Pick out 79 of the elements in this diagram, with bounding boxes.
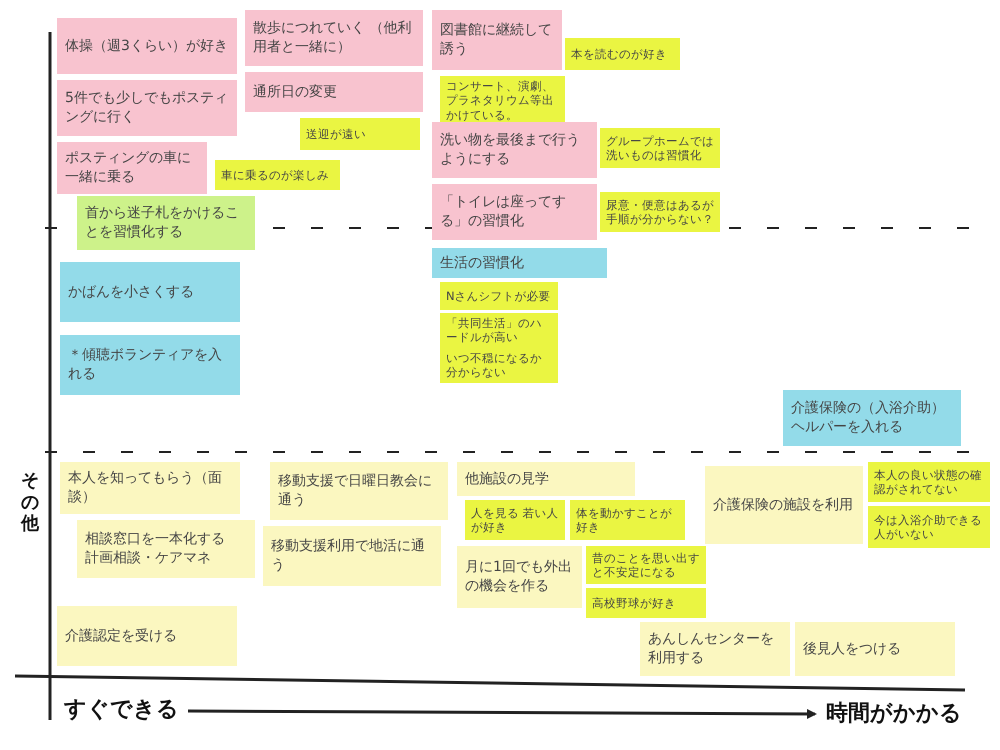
note-text: 移動支援利用で地活に通う (271, 537, 426, 575)
sticky-note (600, 128, 720, 168)
sticky-note (600, 192, 720, 232)
sticky-note (57, 606, 237, 666)
sticky-note (457, 462, 635, 496)
sticky-note (270, 462, 448, 520)
note-text: かばんを小さくする (68, 282, 195, 302)
sticky-note (640, 622, 790, 676)
note-text: 図書館に継続して誘う (440, 21, 553, 59)
sticky-note (432, 184, 597, 240)
note-text: Nさんシフトが必要 (446, 288, 552, 304)
note-text: いつ不穏になるか分からない (446, 351, 543, 380)
note-text: 「トイレは座ってする」の習慣化 (440, 193, 567, 231)
note-text: 体を動かすことが好き (576, 506, 673, 534)
sticky-note (300, 118, 420, 150)
note-text: 体操（週3くらい）が好き (65, 36, 229, 56)
sticky-note (57, 18, 237, 74)
note-text: 生活の習慣化 (440, 254, 525, 272)
sticky-note (570, 500, 685, 540)
sticky-note (432, 10, 562, 70)
sticky-note (868, 462, 990, 502)
sticky-note (440, 348, 558, 383)
note-text: 介護保険の（入浴介助）ヘルパーを入れる (791, 399, 946, 437)
note-text: 移動支援で日曜日教会に通う (278, 472, 433, 510)
note-text: 送迎が遠い (306, 126, 367, 142)
axis-label: 時間がかかる (826, 700, 962, 728)
note-text: 月に1回でも外出の機会を作る (465, 558, 573, 596)
sticky-note (245, 10, 423, 66)
note-text: 洗い物を最後まで行うようにする (440, 131, 581, 169)
note-text: 車に乗るのが楽しみ (221, 168, 330, 182)
note-text: 高校野球が好き (592, 596, 677, 610)
sticky-note (57, 142, 207, 194)
note-text: 本を読むのが好き (571, 46, 668, 62)
note-text: 散歩につれていく （他利用者と一緒に） (253, 19, 412, 57)
sticky-note (465, 500, 565, 540)
sticky-note (795, 622, 955, 676)
note-text: 昔のことを思い出すと不安定になる (592, 550, 700, 580)
note-text: 介護認定を受ける (65, 626, 178, 646)
axis-label: すぐできる (64, 696, 179, 724)
note-text: 介護保険の施設を利用 (713, 496, 854, 514)
sticky-note (586, 588, 706, 618)
sticky-note (57, 80, 237, 136)
note-text: 通所日の変更 (253, 82, 338, 102)
note-text: 本人を知ってもらう（面談） (68, 469, 223, 507)
note-text: 人を見る 若い人が好き (471, 506, 559, 534)
note-text: 今は入浴介助できる人がいない (874, 512, 983, 542)
sticky-note (263, 526, 441, 586)
row-label: その他 (20, 470, 40, 535)
note-text: グループホームでは洗いものは習慣化 (606, 134, 714, 162)
sticky-note (77, 196, 255, 250)
note-text: ポスティングの車に一緒に乗る (65, 149, 192, 187)
sticky-note (440, 313, 558, 348)
note-text: 首から迷子札をかけることを習慣化する (85, 204, 240, 242)
note-text: 計画相談・ケアマネ (85, 549, 212, 568)
sticky-note (60, 462, 240, 514)
note-text: 他施設の見学 (465, 470, 550, 488)
sticky-note (245, 72, 423, 112)
sticky-note (60, 335, 240, 395)
sticky-note (868, 506, 990, 548)
note-text: 「共同生活」のハードルが高い (446, 316, 543, 345)
sticky-note (705, 466, 863, 544)
sticky-note (440, 282, 558, 310)
note-text: あんしんセンターを利用する (648, 630, 775, 668)
note-text: ＊傾聴ボランティアを入れる (68, 346, 223, 384)
sticky-note (783, 390, 961, 446)
sticky-note (432, 122, 597, 178)
sticky-note (215, 160, 340, 190)
sticky-note (77, 520, 255, 578)
note-text: 本人の良い状態の確認がされてない (874, 468, 983, 496)
note-text: 尿意・便意はあるが手順が分からない？ (606, 198, 714, 226)
note-text: 後見人をつける (803, 640, 902, 658)
sticky-note (565, 38, 680, 70)
note-text: 5件でも少しでもポスティングに行く (65, 89, 229, 127)
sticky-note (457, 546, 582, 608)
sticky-note (432, 248, 607, 278)
note-text: 相談窓口を一本化する (85, 530, 226, 549)
sticky-note (60, 262, 240, 322)
sticky-note (586, 546, 706, 584)
note-text: コンサート、演劇、プラネタリウム等出かけている。 (446, 79, 555, 122)
